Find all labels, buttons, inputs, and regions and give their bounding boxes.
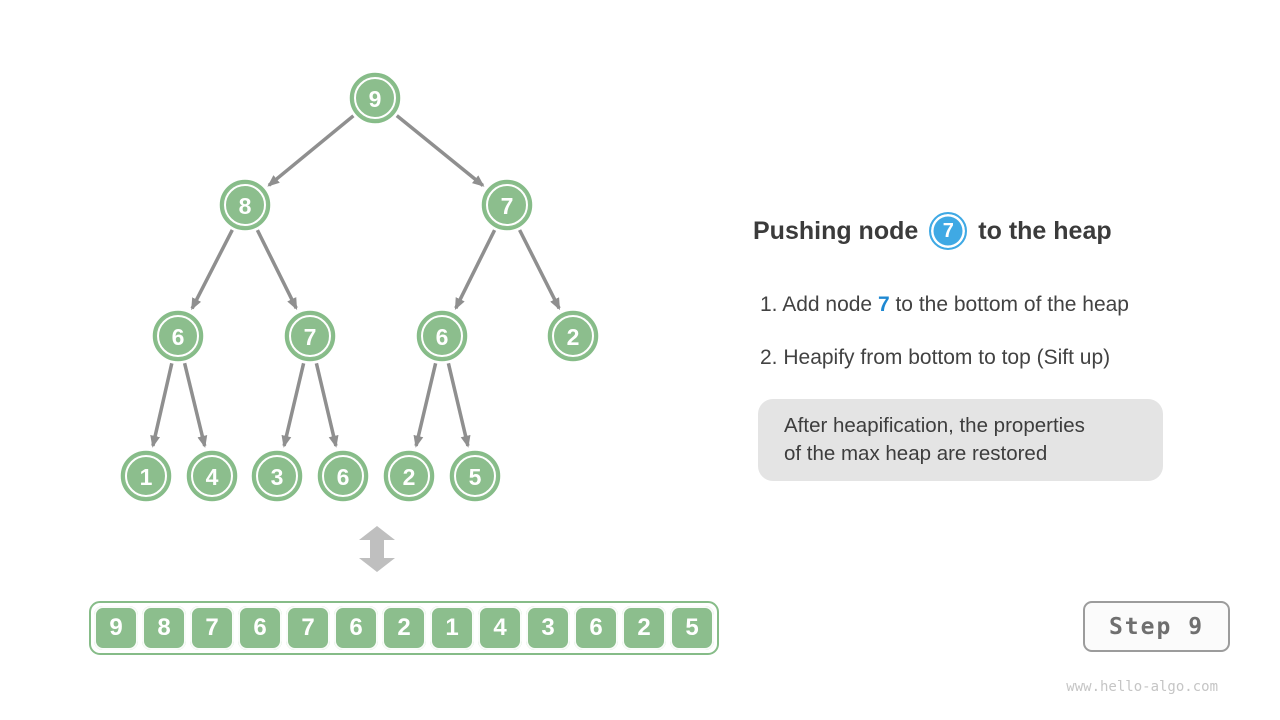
array-cell: 2	[382, 606, 426, 650]
tree-edge	[267, 114, 355, 187]
tree-node-value: 6	[172, 324, 185, 350]
heap-tree-diagram: 9 8 7 6 7 6 2 1 4 3 6 2 5	[120, 72, 599, 502]
up-down-arrow-icon	[359, 526, 395, 572]
tree-node: 4	[186, 450, 238, 502]
pushed-node-badge: 7	[929, 212, 968, 250]
array-cell: 9	[94, 606, 138, 650]
tree-edge	[255, 229, 298, 310]
note-box: After heapification, the properties of t…	[758, 399, 1163, 481]
note-line-2: of the max heap are restored	[784, 442, 1048, 465]
tree-edge	[446, 362, 471, 448]
tree-node: 6	[416, 310, 468, 362]
step-item-2: 2. Heapify from bottom to top (Sift up)	[760, 346, 1110, 370]
tree-edge	[182, 362, 208, 448]
tree-node: 5	[449, 450, 501, 502]
tree-node-value: 8	[239, 193, 252, 219]
tree-node-value: 1	[140, 464, 153, 490]
tree-node: 9	[349, 72, 401, 124]
array-cell: 2	[622, 606, 666, 650]
tree-node-value: 2	[403, 464, 416, 490]
step-1-text-suffix: to the bottom of the heap	[889, 293, 1129, 316]
array-cell: 6	[334, 606, 378, 650]
step-1-text: 1. Add node	[760, 293, 878, 316]
tree-node: 3	[251, 450, 303, 502]
tree-node: 2	[383, 450, 435, 502]
array-cell: 3	[526, 606, 570, 650]
tree-node: 7	[284, 310, 336, 362]
array-cell: 4	[478, 606, 522, 650]
tree-node-value: 4	[206, 464, 219, 490]
step-1-highlight: 7	[877, 293, 890, 316]
tree-node: 6	[317, 450, 369, 502]
tree-edge	[190, 229, 234, 311]
tree-edge	[150, 362, 174, 448]
watermark: www.hello-algo.com	[1066, 679, 1218, 695]
title-prefix: Pushing node	[753, 216, 919, 245]
tree-node: 8	[219, 179, 271, 231]
tree-edge	[454, 229, 497, 310]
step-2-text: 2. Heapify from bottom to top (Sift up)	[760, 346, 1111, 369]
array-cell: 7	[286, 606, 330, 650]
tree-node-value: 3	[271, 464, 284, 490]
note-line-1: After heapification, the properties	[784, 414, 1085, 437]
up-down-arrow-shape	[359, 526, 395, 572]
tree-node-value: 2	[567, 324, 580, 350]
tree-node-value: 7	[304, 324, 317, 350]
tree-node: 6	[152, 310, 204, 362]
tree-edge	[281, 362, 306, 448]
tree-node: 7	[481, 179, 533, 231]
tree-edge	[518, 229, 561, 311]
array-cell: 6	[574, 606, 618, 650]
array-cell: 5	[670, 606, 714, 650]
step-item-1: 1. Add node 7 to the bottom of the heap	[760, 293, 1129, 317]
page-title: Pushing node 7 to the heap	[753, 212, 1112, 250]
title-suffix: to the heap	[978, 216, 1112, 245]
step-button[interactable]: Step 9	[1083, 601, 1230, 652]
tree-node-value: 9	[369, 86, 382, 112]
tree-node: 1	[120, 450, 172, 502]
array-cell: 6	[238, 606, 282, 650]
tree-edge	[413, 362, 438, 448]
tree-node-value: 6	[436, 324, 449, 350]
tree-node-value: 5	[469, 464, 482, 490]
array-cell: 8	[142, 606, 186, 650]
tree-node-value: 7	[501, 193, 514, 219]
tree-edge	[395, 114, 485, 187]
tree-edge	[314, 362, 339, 448]
array-cell: 7	[190, 606, 234, 650]
array-cell: 1	[430, 606, 474, 650]
tree-node-value: 6	[337, 464, 350, 490]
tree-node: 2	[547, 310, 599, 362]
